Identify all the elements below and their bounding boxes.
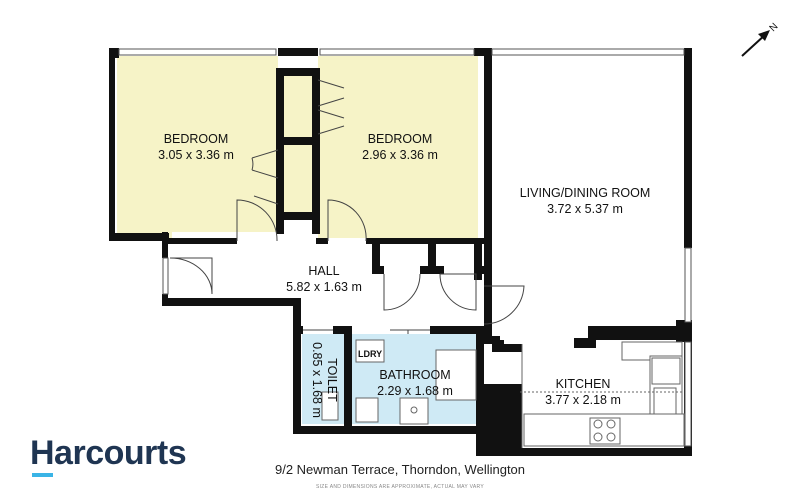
laundry-tub [355,339,385,363]
property-address: 9/2 Newman Terrace, Thorndon, Wellington [274,462,526,477]
north-arrow-head [758,30,770,41]
living-dims: 3.72 x 5.37 m [547,202,623,216]
doors [169,79,525,334]
disclaimer-text: SIZE AND DIMENSIONS ARE APPROXIMATE, ACT… [315,484,485,490]
living-name: LIVING/DINING ROOM [520,186,651,200]
bedroom-1-floor [117,56,278,238]
brand-accent-bar [32,473,53,477]
bedroom-1-dims: 3.05 x 3.36 m [158,148,234,162]
toilet-fixture [321,391,339,421]
washing-machine [355,397,379,423]
brand-logo: Harcourts [30,434,187,472]
north-label: N [768,21,781,34]
bathroom-dims: 2.29 x 1.68 m [377,384,453,398]
laundry-name: LDRY [358,349,382,359]
bedroom-2-floor [318,56,478,238]
windows [118,48,692,447]
north-arrow: N [734,18,784,62]
hall-dims: 5.82 x 1.63 m [286,280,362,294]
bedroom-1-name: BEDROOM [164,132,229,146]
hall-name: HALL [308,264,339,278]
fixtures [321,339,685,448]
shower [435,349,477,401]
room-labels: BEDROOM 3.05 x 3.36 m BEDROOM 2.96 x 3.3… [158,132,650,418]
walls [109,48,692,456]
bedroom-2-name: BEDROOM [368,132,433,146]
kitchen-sink [653,387,677,415]
toilet-name: TOILET [325,358,339,402]
kitchen-dims: 3.77 x 2.18 m [545,393,621,407]
toilet-dims: 0.85 x 1.68 m [310,342,324,418]
bedroom-2-dims: 2.96 x 3.36 m [362,148,438,162]
basin-drain [410,406,418,414]
bathroom-name: BATHROOM [379,368,450,382]
kitchen-name: KITCHEN [556,377,611,391]
